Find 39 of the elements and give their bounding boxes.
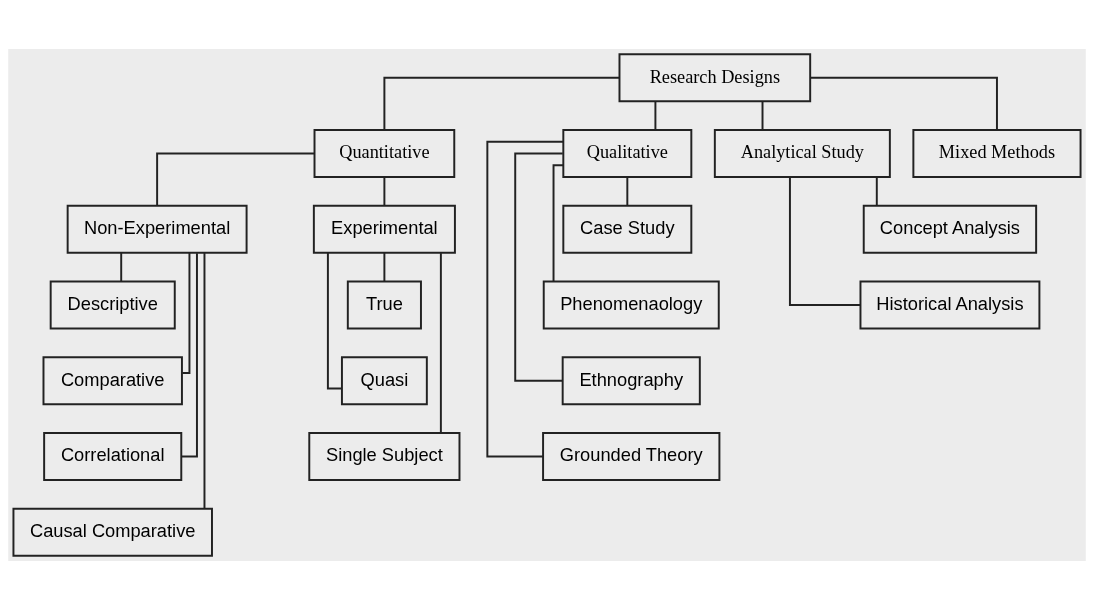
node-box: Analytical Study <box>713 128 891 178</box>
connector <box>788 175 862 306</box>
node-box: True <box>346 280 422 329</box>
connector <box>654 99 657 131</box>
node-box: Single Subject <box>308 431 461 481</box>
connector <box>181 251 191 374</box>
node-box: Causal Comparative <box>12 507 213 557</box>
node-box: Research Designs <box>618 52 812 102</box>
connector <box>439 251 442 434</box>
node-box: Quasi <box>340 355 428 405</box>
node-box: Mixed Methods <box>912 128 1082 178</box>
node-box: Concept Analysis <box>862 204 1038 254</box>
connector <box>120 251 123 282</box>
node-box: Case Study <box>562 204 693 254</box>
connector <box>326 251 343 390</box>
node-box: Phenomenaology <box>542 280 720 329</box>
node-box: Quantitative <box>313 128 456 178</box>
connector <box>180 251 198 457</box>
node-box: Experimental <box>312 204 456 254</box>
connector <box>761 99 764 131</box>
node-box: Qualitative <box>562 128 693 178</box>
node-box: Non-Experimental <box>66 204 248 254</box>
node-box: Ethnography <box>561 355 701 405</box>
node-box: Historical Analysis <box>859 280 1041 329</box>
node-box: Descriptive <box>49 280 176 329</box>
node-box: Grounded Theory <box>542 431 721 481</box>
connector <box>383 175 386 206</box>
connector <box>383 76 621 131</box>
connector <box>156 152 316 207</box>
node-box: Correlational <box>43 431 183 481</box>
connector <box>809 76 998 131</box>
connector <box>875 175 878 206</box>
connector <box>486 140 565 457</box>
connector <box>552 163 565 282</box>
node-box: Comparative <box>42 355 183 405</box>
connector <box>383 251 386 282</box>
connector <box>203 251 206 510</box>
connector <box>626 175 629 206</box>
connector <box>514 152 564 382</box>
